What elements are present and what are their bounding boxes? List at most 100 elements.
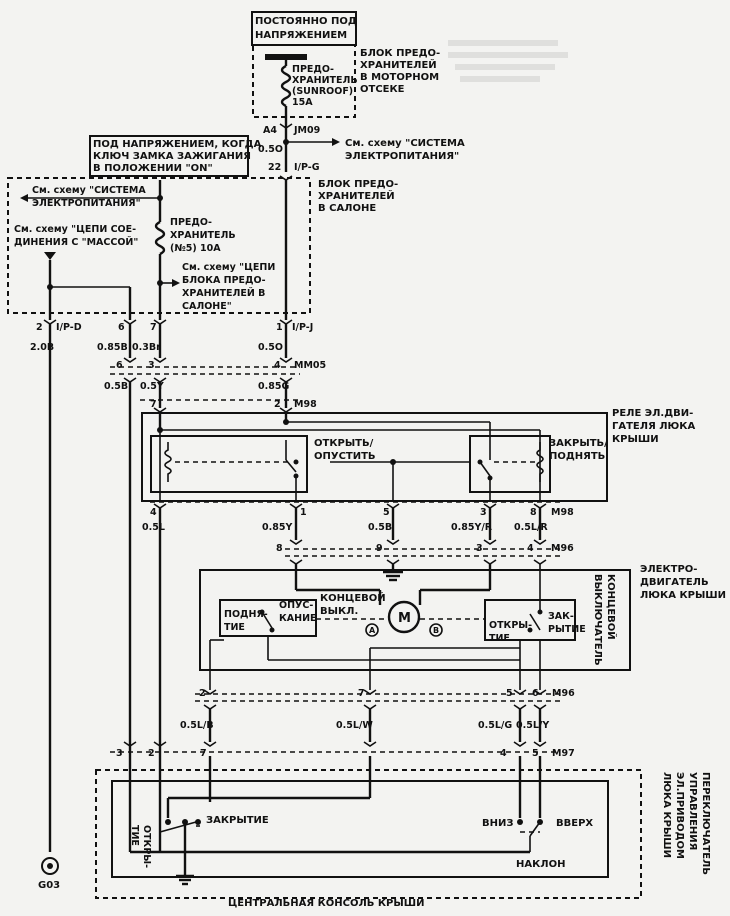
fuse5-label: ПРЕДО- ХРАНИТЕЛЬ (№5) 10A bbox=[170, 217, 236, 254]
m97-row: 3 2 7 4 5 M97 bbox=[116, 748, 575, 759]
svg-text:8: 8 bbox=[530, 507, 537, 518]
svg-text:0.5L/B: 0.5L/B bbox=[180, 720, 214, 731]
relay-title: РЕЛЕ ЭЛ.ДВИ- ГАТЕЛЯ ЛЮКА КРЫШИ bbox=[612, 408, 695, 445]
cabin-fuse-block-label: БЛОК ПРЕДО- ХРАНИТЕЛЕЙ В САЛОНЕ bbox=[318, 179, 398, 214]
svg-text:7: 7 bbox=[358, 688, 365, 699]
svg-text:ЛЮКА КРЫШИ: ЛЮКА КРЫШИ bbox=[640, 590, 726, 601]
svg-text:0.85Y: 0.85Y bbox=[262, 522, 292, 533]
svg-text:4: 4 bbox=[500, 748, 507, 759]
svg-text:MM05: MM05 bbox=[294, 360, 326, 371]
svg-text:B: B bbox=[433, 626, 439, 635]
svg-text:ЭЛ.ПРИВОДОМ: ЭЛ.ПРИВОДОМ bbox=[674, 772, 685, 859]
svg-text:ХРАНИТЕЛЕЙ: ХРАНИТЕЛЕЙ bbox=[360, 58, 437, 71]
svg-text:ПОДНЯ-: ПОДНЯ- bbox=[224, 609, 268, 620]
svg-text:РЫТИЕ: РЫТИЕ bbox=[548, 624, 586, 635]
svg-text:15A: 15A bbox=[292, 97, 313, 108]
wire-labels-row2: 0.5B 0.5Y 0.85G bbox=[104, 381, 289, 392]
svg-text:G03: G03 bbox=[38, 880, 60, 891]
svg-text:0.5L/W: 0.5L/W bbox=[336, 720, 373, 731]
wire-05o-top: 0.5O bbox=[258, 144, 283, 155]
svg-text:M98: M98 bbox=[551, 507, 574, 518]
svg-text:M98: M98 bbox=[294, 399, 317, 410]
svg-text:5: 5 bbox=[383, 507, 390, 518]
svg-text:УПРАВЛЕНИЯ: УПРАВЛЕНИЯ bbox=[687, 772, 698, 850]
svg-text:0.5L/Y: 0.5L/Y bbox=[516, 720, 549, 731]
svg-text:ДИНЕНИЯ С "МАССОЙ": ДИНЕНИЯ С "МАССОЙ" bbox=[14, 236, 138, 248]
svg-text:ПЕРЕКЛЮЧАТЕЛЬ: ПЕРЕКЛЮЧАТЕЛЬ bbox=[700, 772, 711, 875]
fuse5-symbol bbox=[154, 220, 166, 256]
ip-connector-row: 2 I/P-D 6 7 1 I/P-J bbox=[36, 322, 313, 333]
ground-symbol-upper bbox=[383, 570, 403, 582]
sunroof-fuse-symbol bbox=[280, 64, 292, 108]
svg-text:БЛОК ПРЕДО-: БЛОК ПРЕДО- bbox=[318, 179, 398, 190]
svg-text:БЛОКА ПРЕДО-: БЛОКА ПРЕДО- bbox=[182, 275, 266, 286]
sw-up-label: ВВЕРХ bbox=[556, 818, 593, 829]
svg-text:ЗАК-: ЗАК- bbox=[548, 611, 574, 622]
motor-symbol bbox=[387, 600, 421, 634]
svg-text:0.85Y/R: 0.85Y/R bbox=[451, 522, 493, 533]
m96-bottom-row: 2 7 5 6 M96 bbox=[199, 688, 575, 699]
svg-text:БЛОК ПРЕДО-: БЛОК ПРЕДО- bbox=[360, 48, 440, 59]
svg-text:ХРАНИТЕЛЕЙ: ХРАНИТЕЛЕЙ bbox=[318, 189, 395, 202]
svg-text:(SUNROOF): (SUNROOF) bbox=[292, 86, 353, 97]
svg-text:ХРАНИТЕЛЕЙ В: ХРАНИТЕЛЕЙ В bbox=[182, 287, 265, 299]
svg-text:2: 2 bbox=[274, 399, 281, 410]
svg-text:ПОСТОЯННО ПОД: ПОСТОЯННО ПОД bbox=[255, 16, 357, 27]
svg-text:0.5O: 0.5O bbox=[258, 342, 283, 353]
svg-text:0.85G: 0.85G bbox=[258, 381, 289, 392]
lower-label: ОПУС- КАНИЕ bbox=[279, 600, 317, 624]
wire-labels-row4: 0.5L/B 0.5L/W 0.5L/G 0.5L/Y bbox=[180, 720, 549, 731]
svg-text:ТИЕ: ТИЕ bbox=[489, 633, 510, 644]
svg-text:САЛОНЕ": САЛОНЕ" bbox=[182, 301, 232, 312]
faint-smudge bbox=[448, 40, 568, 82]
svg-text:3: 3 bbox=[148, 360, 155, 371]
svg-text:0.5L/R: 0.5L/R bbox=[514, 522, 548, 533]
svg-text:0.5Y: 0.5Y bbox=[140, 381, 164, 392]
svg-text:M: M bbox=[398, 611, 411, 626]
svg-text:ОТКРЫ-: ОТКРЫ- bbox=[141, 825, 152, 868]
close-tie-label: ЗАК- РЫТИЕ bbox=[548, 611, 586, 635]
ref-ground: См. схему "ЦЕПИ СОЕ- ДИНЕНИЯ С "МАССОЙ" bbox=[14, 224, 138, 248]
svg-text:ОПУСТИТЬ: ОПУСТИТЬ bbox=[314, 451, 376, 462]
m98-top-row: 7 2 M98 bbox=[150, 399, 317, 410]
svg-text:КАНИЕ: КАНИЕ bbox=[279, 613, 317, 624]
svg-text:0.5B: 0.5B bbox=[368, 522, 392, 533]
svg-text:ЭЛЕКТРО-: ЭЛЕКТРО- bbox=[640, 564, 697, 575]
relay-open-label: ОТКРЫТЬ/ ОПУСТИТЬ bbox=[314, 438, 376, 462]
svg-text:ХРАНИТЕЛЬ: ХРАНИТЕЛЬ bbox=[292, 75, 358, 86]
svg-text:ОТКРЫТЬ/: ОТКРЫТЬ/ bbox=[314, 438, 374, 449]
svg-text:ОТСЕКЕ: ОТСЕКЕ bbox=[360, 84, 405, 95]
svg-text:См. схему "ЦЕПИ: См. схему "ЦЕПИ bbox=[182, 262, 275, 273]
limit-switch-right-title: КОНЦЕВОЙ ВЫКЛЮЧАТЕЛЬ bbox=[592, 574, 618, 666]
ground-symbol-switch bbox=[176, 874, 194, 886]
svg-text:См. схему "СИСТЕМА: См. схему "СИСТЕМА bbox=[345, 138, 465, 149]
svg-text:8: 8 bbox=[276, 543, 283, 554]
svg-text:ПРЕДО-: ПРЕДО- bbox=[170, 217, 212, 228]
svg-text:0.5B: 0.5B bbox=[104, 381, 128, 392]
svg-text:1: 1 bbox=[276, 322, 283, 333]
svg-text:7: 7 bbox=[150, 399, 157, 410]
svg-text:7: 7 bbox=[200, 748, 207, 759]
svg-text:9: 9 bbox=[376, 543, 383, 554]
engine-fuse-block: ПРЕДО- ХРАНИТЕЛЬ (SUNROOF) 15A bbox=[252, 44, 358, 118]
svg-text:6: 6 bbox=[118, 322, 125, 333]
ref-power-left: См. схему "СИСТЕМА ЭЛЕКТРОПИТАНИЯ" bbox=[32, 185, 146, 209]
mm05-connector-row: 6 3 4 MM05 bbox=[116, 360, 326, 371]
motor-title: ЭЛЕКТРО- ДВИГАТЕЛЬ ЛЮКА КРЫШИ bbox=[640, 564, 726, 601]
svg-text:(№5) 10A: (№5) 10A bbox=[170, 243, 221, 254]
always-on-label-box: ПОСТОЯННО ПОД НАПРЯЖЕНИЕМ bbox=[251, 11, 357, 46]
svg-text:1: 1 bbox=[300, 507, 307, 518]
relay-module bbox=[141, 412, 608, 502]
svg-text:M96: M96 bbox=[551, 543, 574, 554]
svg-text:ОТКРЫ-: ОТКРЫ- bbox=[489, 620, 532, 631]
svg-text:КЛЮЧ ЗАМКА ЗАЖИГАНИЯ: КЛЮЧ ЗАМКА ЗАЖИГАНИЯ bbox=[93, 151, 251, 162]
svg-text:3: 3 bbox=[480, 507, 487, 518]
svg-text:0.85B: 0.85B bbox=[97, 342, 128, 353]
svg-text:5: 5 bbox=[532, 748, 539, 759]
connector-jm09: JM09 bbox=[293, 125, 320, 136]
m96-top-row: 8 9 3 4 M96 bbox=[276, 543, 574, 554]
svg-text:КОНЦЕВОЙ: КОНЦЕВОЙ bbox=[605, 574, 618, 640]
pin-a4: A4 bbox=[263, 125, 277, 136]
ref-fuse-block: См. схему "ЦЕПИ БЛОКА ПРЕДО- ХРАНИТЕЛЕЙ … bbox=[182, 262, 275, 312]
svg-text:В МОТОРНОМ: В МОТОРНОМ bbox=[360, 72, 439, 83]
